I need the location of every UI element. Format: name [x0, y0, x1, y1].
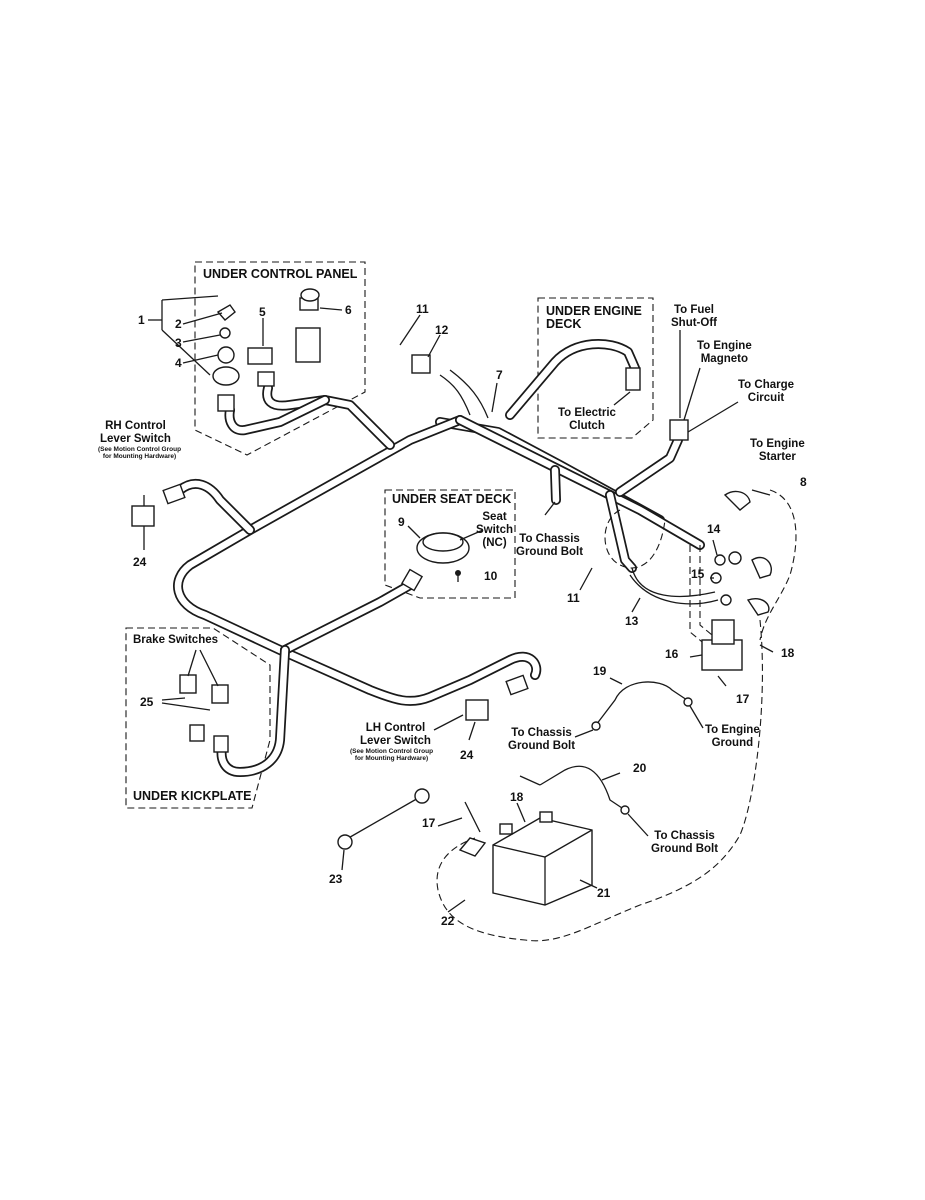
- callout-24a: 24: [133, 555, 147, 569]
- callout-9: 9: [398, 515, 405, 529]
- callout-2: 2: [175, 317, 182, 331]
- callout-22: 22: [441, 914, 455, 928]
- section-control-panel: UNDER CONTROL PANEL: [203, 267, 358, 281]
- label-engine-magneto: To Engine Magneto: [697, 340, 752, 365]
- callout-15: 15: [691, 567, 705, 581]
- callout-8: 8: [800, 475, 807, 489]
- rod-23: [344, 796, 421, 841]
- callout-11b: 11: [567, 591, 580, 605]
- callout-18a: 18: [781, 646, 795, 660]
- callout-13: 13: [625, 614, 639, 628]
- part-3-washer: [219, 327, 231, 339]
- solenoid: [701, 639, 743, 671]
- callout-25: 25: [140, 695, 154, 709]
- main-harness: [173, 339, 705, 777]
- label-brake-switches: Brake Switches: [133, 634, 219, 646]
- label-seat-switch: Seat Switch (NC): [476, 511, 514, 549]
- callout-10: 10: [484, 569, 498, 583]
- label-electric-clutch: To Electric Clutch: [558, 407, 616, 432]
- callout-18b: 18: [510, 790, 524, 804]
- callout-7: 7: [496, 368, 503, 382]
- callout-21: 21: [597, 886, 611, 900]
- note-rh-switch: (See Motion Control Group for Mounting H…: [98, 446, 182, 460]
- callout-1: 1: [138, 313, 145, 327]
- callout-24b: 24: [460, 748, 474, 762]
- label-rh-switch: RH Control Lever Switch: [100, 420, 171, 445]
- connectors: [131, 288, 689, 753]
- callout-3: 3: [175, 336, 182, 350]
- battery: [492, 811, 593, 906]
- callout-20: 20: [633, 761, 647, 775]
- label-engine-starter: To Engine Starter: [750, 438, 805, 463]
- label-chassis-ground-1: To Chassis Ground Bolt: [516, 533, 584, 558]
- kickplate-box: [125, 627, 271, 809]
- callout-17b: 17: [422, 816, 436, 830]
- section-engine-deck: UNDER ENGINE DECK: [546, 304, 642, 331]
- section-seat-deck: UNDER SEAT DECK: [392, 492, 512, 506]
- starter-cable-8: [759, 489, 797, 641]
- control-panel-box: [194, 261, 366, 456]
- callout-19: 19: [593, 664, 607, 678]
- note-lh-switch: (See Motion Control Group for Mounting H…: [350, 748, 434, 762]
- leaders: [143, 307, 774, 913]
- callout-11a: 11: [416, 302, 429, 316]
- callout-4: 4: [175, 356, 182, 370]
- battery-cable-20: [539, 765, 626, 811]
- callout-6: 6: [345, 303, 352, 317]
- label-lh-switch: LH Control Lever Switch: [360, 722, 431, 747]
- label-charge-circuit: To Charge Circuit: [738, 379, 795, 404]
- callout-23: 23: [329, 872, 343, 886]
- callout-14: 14: [707, 522, 721, 536]
- label-chassis-ground-3: To Chassis Ground Bolt: [651, 830, 719, 855]
- label-engine-ground: To Engine Ground: [705, 724, 760, 749]
- seat-deck-box: [384, 489, 516, 599]
- callout-16: 16: [665, 647, 679, 661]
- battery-cable-22: [436, 619, 763, 942]
- label-chassis-ground-2: To Chassis Ground Bolt: [508, 727, 576, 752]
- section-kickplate: UNDER KICKPLATE: [133, 789, 252, 803]
- label-fuel-shutoff: To Fuel Shut-Off: [671, 304, 717, 329]
- callout-17a: 17: [736, 692, 750, 706]
- callout-5: 5: [259, 305, 266, 319]
- ground-cable-19: [595, 681, 691, 726]
- callout-12: 12: [435, 323, 449, 337]
